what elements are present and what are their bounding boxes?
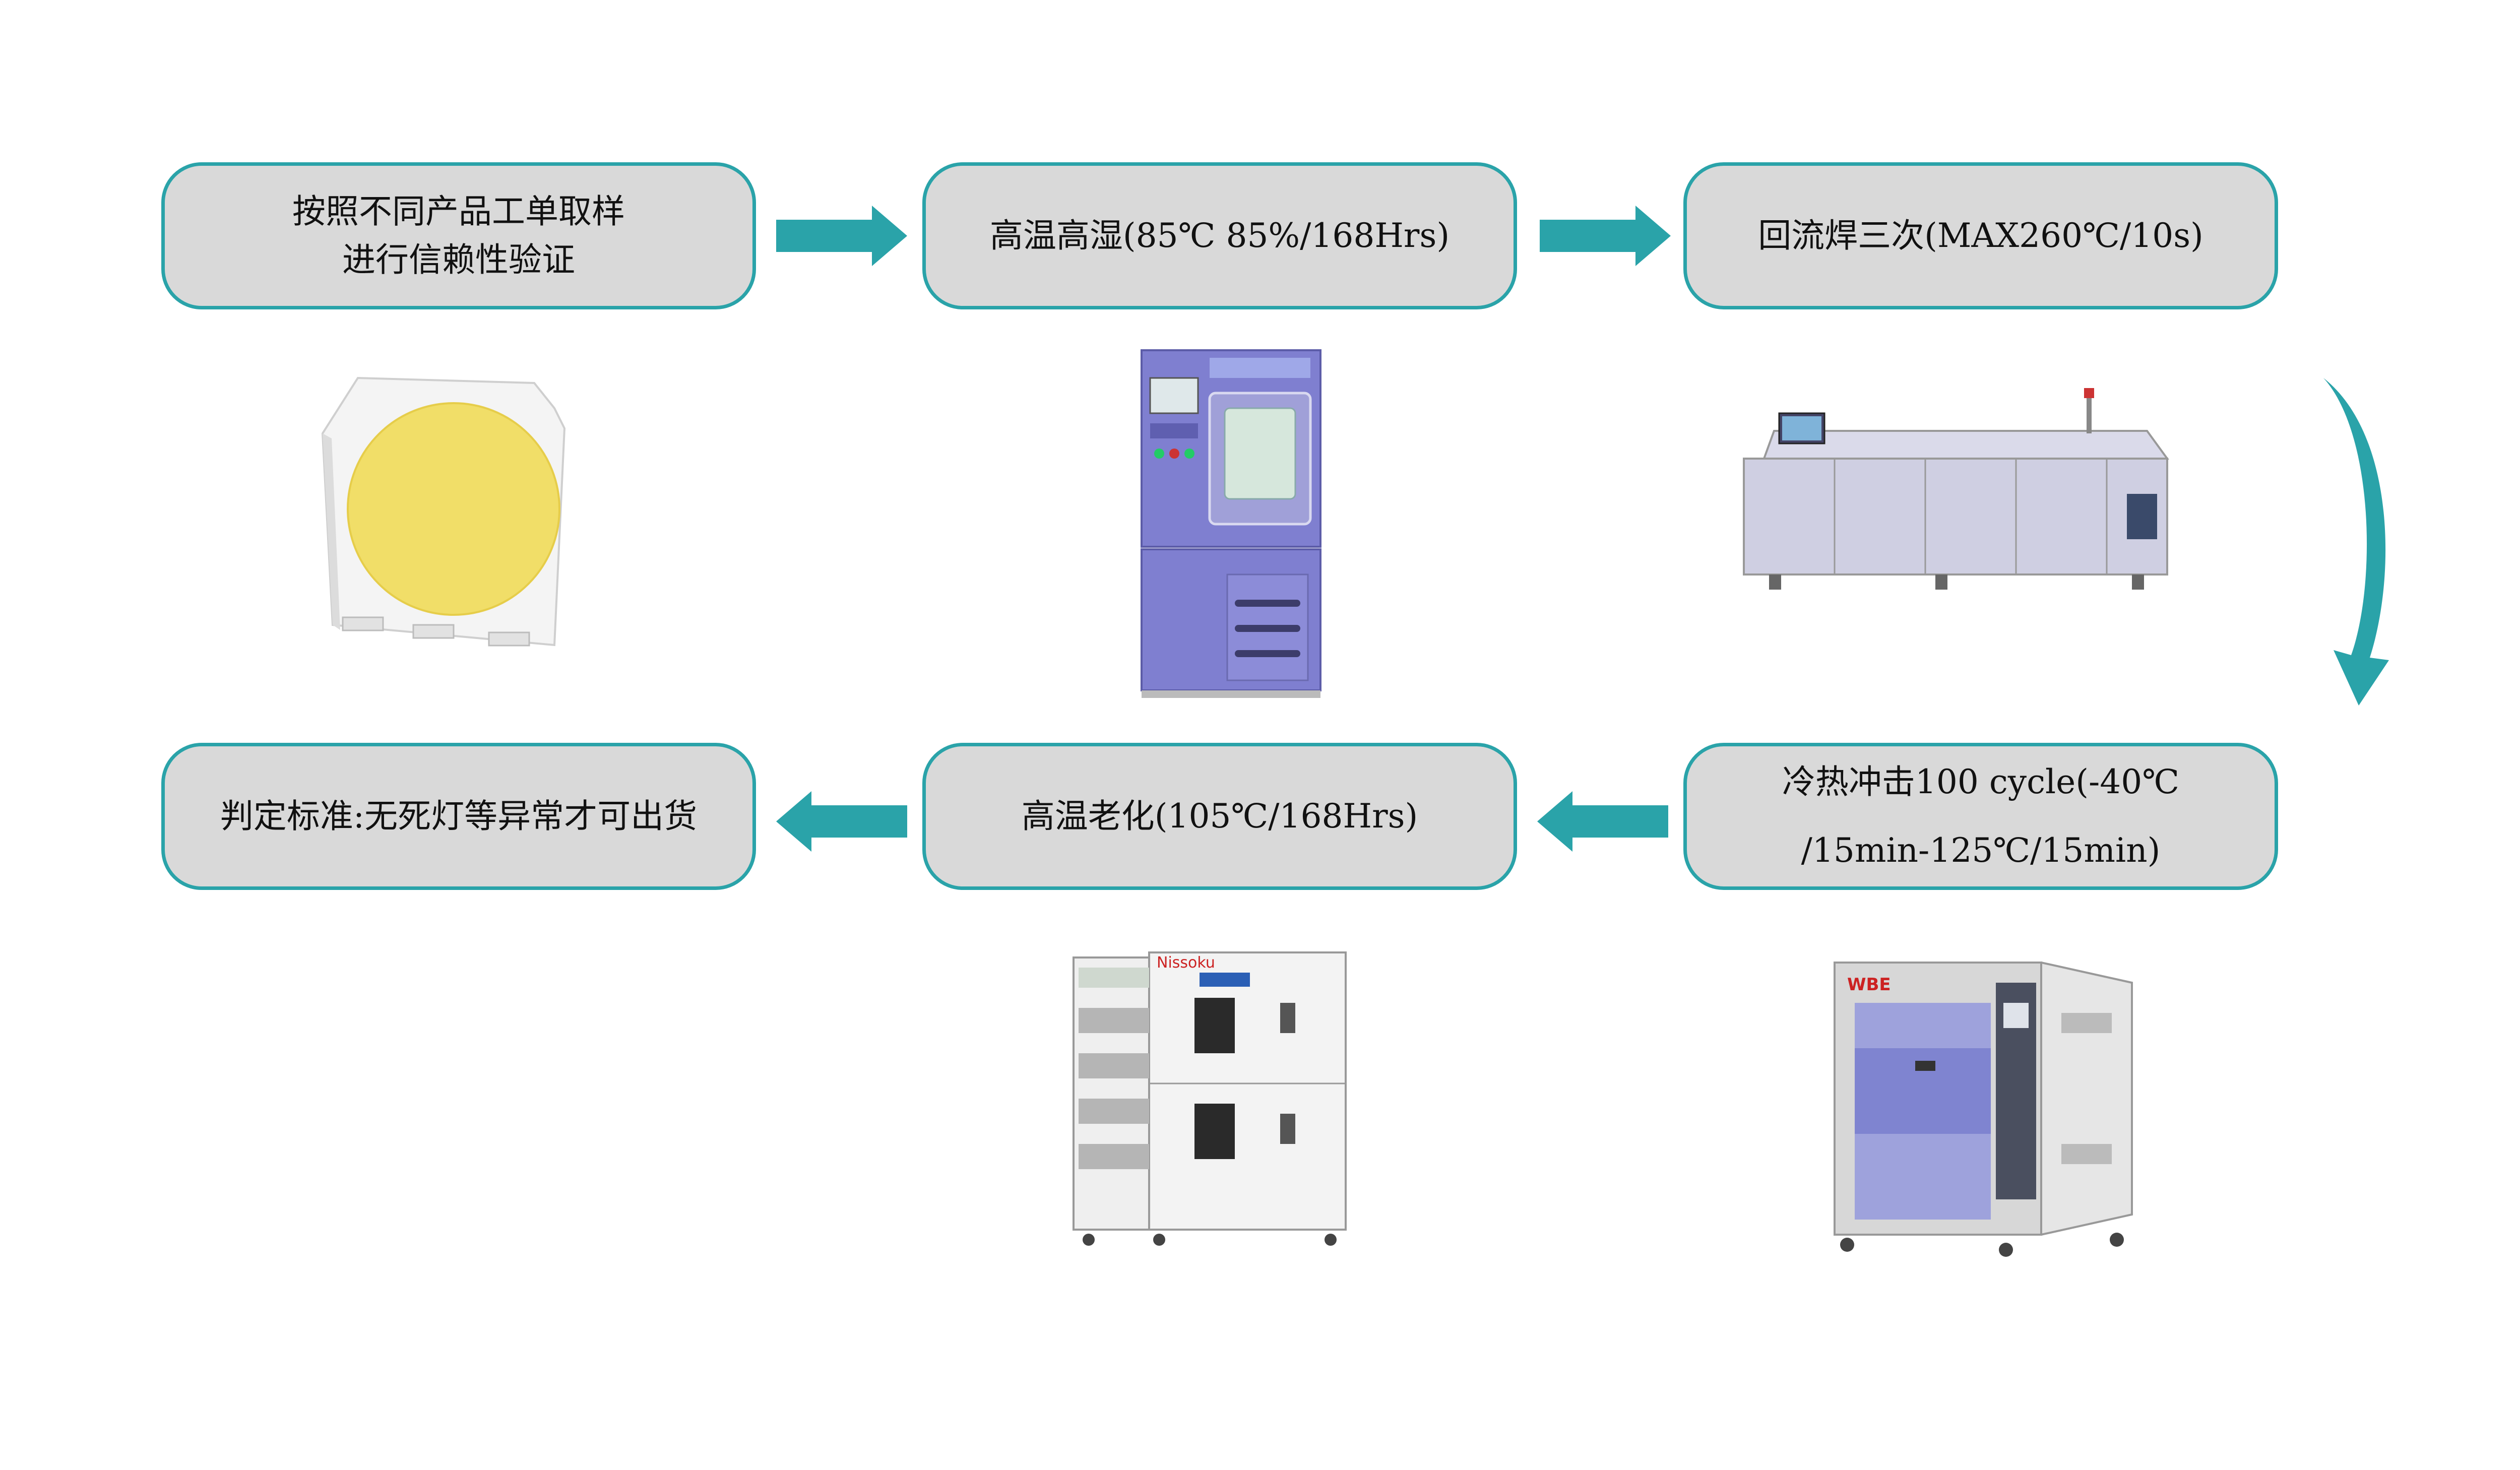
step-3-line-1: 回流焊三次(MAX260℃/10s) <box>1758 216 2203 255</box>
arrow-left-1-icon <box>1537 791 1668 852</box>
step-high-temp-humidity: 高温高湿(85℃ 85%/168Hrs) <box>922 162 1517 309</box>
step-2-line-1: 高温高湿(85℃ 85%/168Hrs) <box>989 216 1450 255</box>
arrow-left-2-icon <box>776 791 907 852</box>
arrow-right-1-icon <box>776 206 907 266</box>
reflow-oven-image <box>1743 388 2169 590</box>
step-reflow: 回流焊三次(MAX260℃/10s) <box>1683 162 2278 309</box>
step-thermal-shock: 冷热冲击100 cycle(-40℃ /15min-125℃/15min) <box>1683 743 2278 890</box>
step-6-line-1: 判定标准:无死灯等异常才可出货 <box>220 797 698 836</box>
step-1-line-1: 按照不同产品工单取样 <box>292 192 625 231</box>
humidity-chamber-image <box>1141 349 1321 698</box>
led-chip-image <box>321 376 566 647</box>
aging-brand-mark: Nissoku <box>1157 954 1215 972</box>
aging-oven-image: Nissoku <box>1073 951 1347 1246</box>
step-sampling: 按照不同产品工单取样 进行信赖性验证 <box>161 162 756 309</box>
thermal-shock-chamber-image: WBE <box>1834 962 2133 1257</box>
step-high-temp-aging: 高温老化(105℃/168Hrs) <box>922 743 1517 890</box>
step-5-line-1: 高温老化(105℃/168Hrs) <box>1021 797 1418 836</box>
step-4-line-1: 冷热冲击100 cycle(-40℃ <box>1782 762 2180 802</box>
curved-arrow-down-icon <box>2323 378 2389 706</box>
step-judgement-criteria: 判定标准:无死灯等异常才可出货 <box>161 743 756 890</box>
shock-brand-mark: WBE <box>1847 975 1891 995</box>
step-1-line-2: 进行信赖性验证 <box>342 240 575 279</box>
step-4-line-2: /15min-125℃/15min) <box>1801 831 2161 870</box>
arrow-right-2-icon <box>1540 206 1671 266</box>
